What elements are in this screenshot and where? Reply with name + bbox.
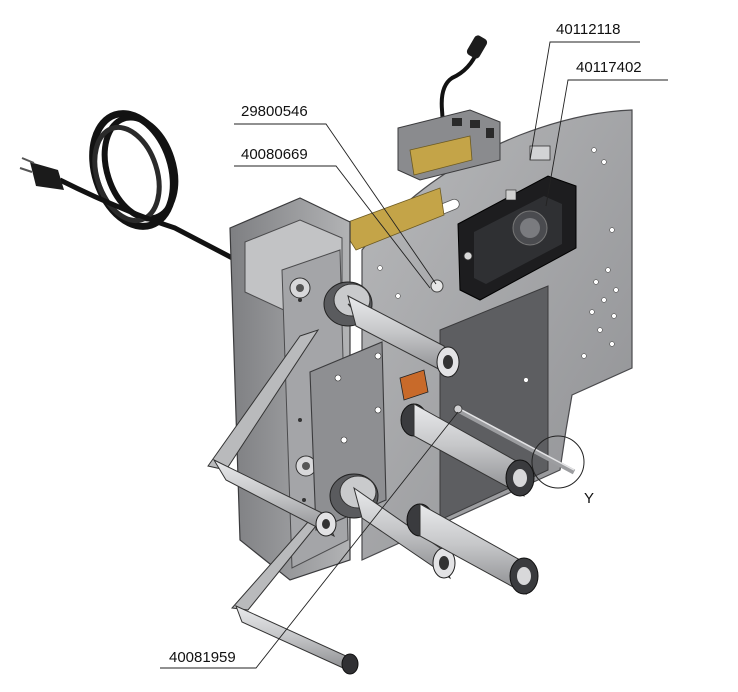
callout-40081959: 40081959 xyxy=(160,411,459,669)
control-display-unit xyxy=(457,175,577,301)
dancer-arm-assembly xyxy=(207,329,359,675)
upper-roller-assembly xyxy=(323,281,460,378)
callout-29800546: 29800546 xyxy=(234,103,437,285)
callout-text: 40081959 xyxy=(169,649,236,666)
electronics-board xyxy=(339,109,551,251)
callout-40080669: 40080669 xyxy=(234,146,431,289)
detail-circle-y xyxy=(531,435,585,489)
detail-label-y: Y xyxy=(584,490,594,507)
rewind-roller-top xyxy=(400,403,535,497)
rewind-roller-bottom xyxy=(406,503,539,595)
callout-text: 29800546 xyxy=(241,103,308,120)
power-cord xyxy=(19,110,242,265)
callout-text: 40112118 xyxy=(556,21,621,38)
guide-rod xyxy=(453,404,576,475)
callout-40112118: 40112118 xyxy=(529,21,640,161)
callout-text: 40117402 xyxy=(576,59,642,76)
callout-text: 40080669 xyxy=(241,146,308,163)
callout-40117402: 40117402 xyxy=(545,59,668,207)
